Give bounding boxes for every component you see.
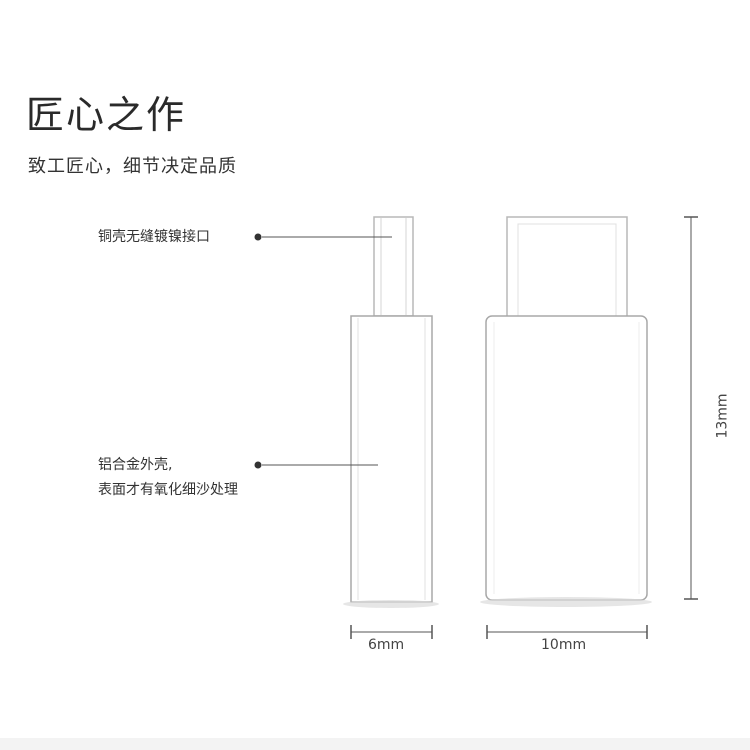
callout-shell-line1: 铝合金外壳, <box>98 457 173 473</box>
dimension-side-width: 6mm <box>368 637 405 653</box>
front-view-body <box>480 315 652 607</box>
bottom-band <box>0 738 750 750</box>
callout-shell-line2: 表面才有氧化细沙处理 <box>98 482 238 498</box>
callout-shell: 铝合金外壳, 表面才有氧化细沙处理 <box>98 453 238 503</box>
dimension-height: 13mm <box>714 393 731 439</box>
dimension-line-side-width <box>350 625 433 639</box>
callout-shell-leader <box>254 461 378 469</box>
page-title: 匠心之作 <box>26 93 187 137</box>
page-subtitle: 致工匠心，细节决定品质 <box>28 156 237 177</box>
callout-port-leader <box>254 233 392 241</box>
dimension-line-height <box>684 216 698 600</box>
side-view-connector <box>373 216 414 317</box>
dimension-line-front-width <box>486 625 648 639</box>
callout-port: 铜壳无缝镀镍接口 <box>98 225 210 250</box>
callout-port-text: 铜壳无缝镀镍接口 <box>98 229 210 245</box>
dimension-front-width: 10mm <box>541 637 587 653</box>
front-view-connector <box>506 216 628 318</box>
side-view-body <box>343 315 439 608</box>
